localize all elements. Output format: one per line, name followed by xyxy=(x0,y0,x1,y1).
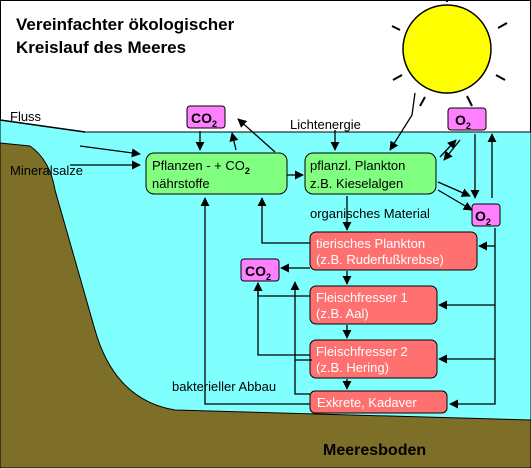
sun-icon xyxy=(391,0,508,107)
title-line-2: Kreislauf des Meeres xyxy=(16,38,186,57)
zooplankton-box xyxy=(309,231,478,271)
zooplankton-line-1: tierisches Plankton xyxy=(316,236,425,251)
carnivore1-line-2: (z.B. Aal) xyxy=(316,306,369,321)
carnivore2-line-2: (z.B. Hering) xyxy=(316,360,389,375)
o2-badge-right: O2 xyxy=(471,203,501,227)
seabed xyxy=(0,142,531,468)
nutrients-line-2: nährstoffe xyxy=(152,176,210,191)
o2-badge-top: O2 xyxy=(447,107,487,131)
river-label: Fluss xyxy=(10,109,42,124)
phytoplankton-line-1: pflanzl. Plankton xyxy=(310,158,405,173)
bacteria-label: bakterieller Abbau xyxy=(172,379,276,394)
river-surface xyxy=(0,119,86,133)
svg-text:O2: O2 xyxy=(455,112,471,131)
detritus-label: Exkrete, Kadaver xyxy=(317,395,417,410)
co2-badge-top: CO2 xyxy=(186,105,226,129)
organic-label: organisches Material xyxy=(310,206,430,221)
co2-badge-middle: CO2 xyxy=(240,258,280,282)
carnivore1-line-1: Fleischfresser 1 xyxy=(316,290,408,305)
title-line-1: Vereinfachter ökologischer xyxy=(16,15,235,34)
phytoplankton-line-2: z.B. Kieselalgen xyxy=(310,176,403,191)
svg-text:O2: O2 xyxy=(475,208,491,227)
light-label: Lichtenergie xyxy=(290,117,361,132)
zooplankton-line-2: (z.B. Ruderfußkrebse) xyxy=(316,252,444,267)
carnivore2-line-1: Fleischfresser 2 xyxy=(316,344,408,359)
detritus-box xyxy=(309,390,448,414)
phytoplankton-box xyxy=(304,152,437,195)
flow-arrows xyxy=(70,92,497,409)
carnivore2-box xyxy=(309,339,438,379)
svg-text:CO2: CO2 xyxy=(245,263,271,282)
svg-text:CO2: CO2 xyxy=(191,110,217,129)
seafloor-label: Meeresboden xyxy=(323,442,426,459)
nutrients-line-1: Pflanzen - + CO2 xyxy=(152,158,250,176)
carnivore1-box xyxy=(309,285,438,325)
nutrients-box xyxy=(145,152,288,195)
minerals-label: Mineralsalze xyxy=(10,163,83,178)
